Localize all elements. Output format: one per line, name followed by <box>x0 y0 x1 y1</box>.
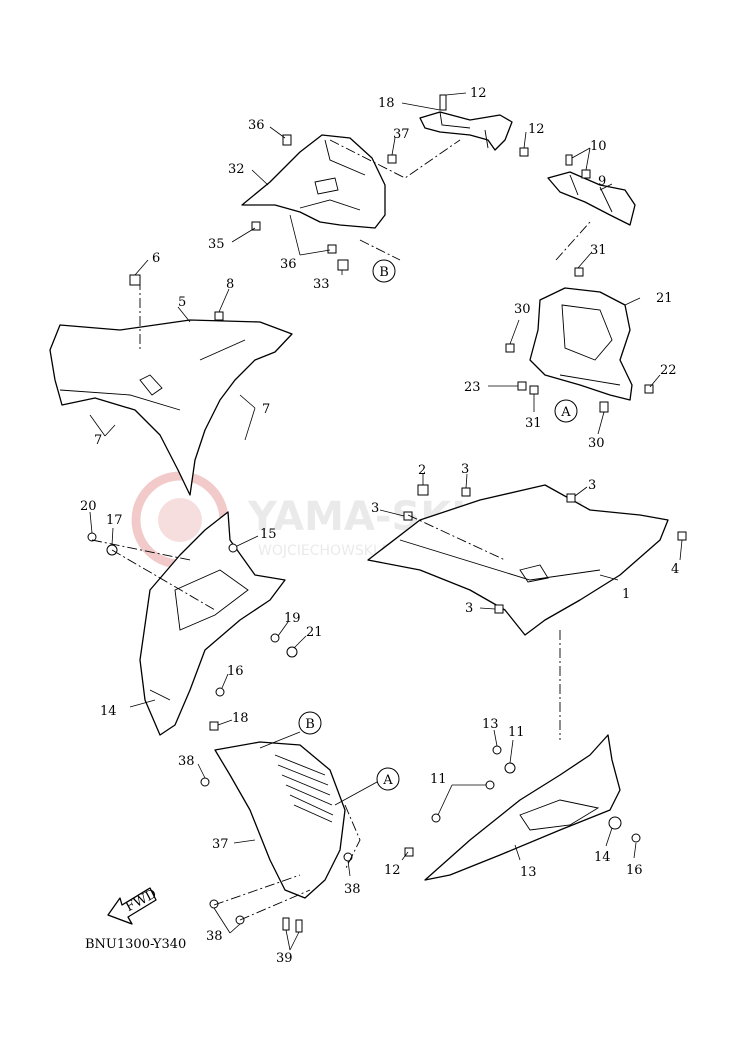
callout-24: 19 <box>284 611 301 626</box>
diagram-code: BNU1300-Y340 <box>85 937 186 952</box>
callout-22: 18 <box>232 711 249 726</box>
part-20-inner-lower <box>139 511 286 736</box>
part-37-lower-cover <box>214 741 346 899</box>
callout-26: 21 <box>306 625 323 640</box>
callout-10: 10 <box>590 139 607 154</box>
callout-21b: 16 <box>227 664 244 679</box>
assembly-lines <box>91 139 591 921</box>
callout-12b: 12 <box>528 122 545 137</box>
fasteners <box>87 94 687 933</box>
part-11-bracket <box>419 111 513 151</box>
forward-arrow-icon: FWD <box>107 887 159 925</box>
callout-12: 12 <box>470 86 487 101</box>
callout-17: 11 <box>508 725 525 740</box>
callout-31: 31 <box>590 243 607 258</box>
callout-3d: 3 <box>465 601 473 616</box>
callout-27: 21 <box>656 291 673 306</box>
part-27-cover <box>529 287 633 401</box>
callout-20: 14 <box>100 704 117 719</box>
ref-circle-a-top <box>554 399 578 423</box>
fwd-label: FWD <box>123 887 159 916</box>
callout-32: 32 <box>228 162 245 177</box>
callout-31b: 31 <box>525 416 542 431</box>
callout-19: 13 <box>482 717 499 732</box>
callout-4: 4 <box>671 562 679 577</box>
callout-3c: 3 <box>588 478 596 493</box>
callout-28: 22 <box>660 363 677 378</box>
callout-15: 12 <box>384 863 401 878</box>
callout-25: 20 <box>80 499 97 514</box>
callout-3: 3 <box>461 462 469 477</box>
callout-6: 6 <box>152 251 160 266</box>
callout-14: 11 <box>430 772 447 787</box>
callout-2: 2 <box>418 463 426 478</box>
callout-21: 15 <box>260 527 277 542</box>
callout-13: 13 <box>520 865 537 880</box>
part-9-panel <box>547 171 636 226</box>
part-13-under-cowl <box>424 734 621 881</box>
callout-33: 33 <box>313 277 330 292</box>
callout-36b: 37 <box>393 127 410 142</box>
callout-9: 9 <box>598 174 606 189</box>
callout-16: 14 <box>594 850 611 865</box>
callout-38: 38 <box>178 754 195 769</box>
callout-38b: 38 <box>344 882 361 897</box>
part-1-side-cover <box>367 484 669 636</box>
callout-30: 30 <box>514 302 531 317</box>
ref-circle-b-bottom <box>298 711 322 735</box>
callout-29: 23 <box>464 380 481 395</box>
callout-34: 35 <box>208 237 225 252</box>
part-5-cowl <box>49 319 293 496</box>
callout-36: 36 <box>248 118 265 133</box>
ref-circle-a-bottom <box>376 767 400 791</box>
callout-11: 18 <box>378 96 395 111</box>
callout-30b: 30 <box>588 436 605 451</box>
callout-1: 1 <box>622 587 630 602</box>
callout-5: 5 <box>178 295 186 310</box>
callouts: 18 12 12 10 9 36 37 32 35 36 33 B 6 5 8 … <box>80 86 683 966</box>
callout-18: 16 <box>626 863 643 878</box>
callout-3b: 3 <box>371 501 379 516</box>
ref-letter-b-top: B <box>379 265 389 280</box>
callout-35: 36 <box>280 257 297 272</box>
ref-letter-a-top: A <box>560 405 571 420</box>
callout-8: 8 <box>226 277 234 292</box>
callout-7b: 7 <box>94 433 102 448</box>
callout-23: 17 <box>106 513 123 528</box>
part-32-inner-panel <box>241 134 386 229</box>
ref-letter-b-bottom: B <box>305 717 315 732</box>
ref-letter-a-bottom: A <box>382 773 393 788</box>
ref-circle-b-top <box>372 259 396 283</box>
callout-7: 7 <box>262 402 270 417</box>
callout-38c: 38 <box>206 929 223 944</box>
callout-39: 39 <box>276 951 293 966</box>
vent-grille-icon <box>274 754 334 823</box>
callout-37: 37 <box>212 837 229 852</box>
